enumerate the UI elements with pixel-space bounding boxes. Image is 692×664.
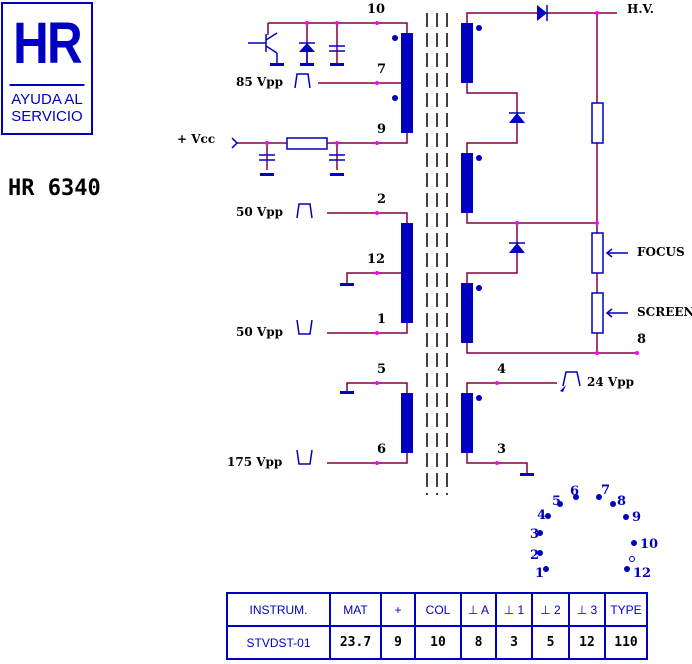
header-cell: COL	[414, 592, 462, 627]
base-pinout: 1 2 3 4 5 6 7 8 9 10 12	[530, 483, 658, 581]
pin-4-label: 4	[497, 362, 506, 377]
windings	[260, 5, 547, 476]
transformer-core	[426, 13, 448, 495]
table-row: STVDST-01 23.7 9 10 8 3 5 12 110	[226, 625, 648, 660]
components	[231, 5, 628, 465]
test-data-table: INSTRUM. MAT + COL ⊥ A ⊥ 1 ⊥ 2 ⊥ 3 TYPE …	[226, 592, 648, 660]
pin-7-label: 7	[377, 62, 386, 77]
value-cell: STVDST-01	[226, 625, 331, 660]
winding-5-6	[401, 393, 413, 453]
logo-mark: HR	[9, 4, 85, 86]
logo-line1: AYUDA AL	[11, 91, 83, 108]
v85-label: 85 Vpp	[236, 75, 283, 89]
v24-label: 24 Vpp	[587, 375, 634, 389]
header-cell: ⊥ A	[460, 592, 497, 627]
v50a-label: 50 Vpp	[236, 205, 283, 219]
header-cell: MAT	[329, 592, 382, 627]
focus-label: FOCUS	[637, 245, 685, 259]
base-pin-6: 6	[570, 484, 579, 499]
damper-diode	[299, 43, 315, 52]
base-pin-2: 2	[530, 548, 539, 563]
value-cell: 9	[380, 625, 416, 660]
hv-label: H.V.	[627, 2, 654, 16]
winding-2-1	[401, 223, 413, 323]
pin-3-label: 3	[497, 442, 506, 457]
pin-2-label: 2	[377, 192, 386, 207]
pin-12-label: 12	[367, 252, 385, 267]
header-cell: ⊥ 1	[495, 592, 533, 627]
header-cell: INSTRUM.	[226, 592, 331, 627]
header-cell: ⊥ 3	[568, 592, 606, 627]
vcc-label: + Vcc	[177, 132, 215, 146]
hv-diode	[537, 5, 547, 21]
pin-1-label: 1	[377, 312, 386, 327]
header-cell: ⊥ 2	[531, 592, 570, 627]
model-number: HR 6340	[8, 176, 101, 201]
header-cell: TYPE	[604, 592, 648, 627]
value-cell: 8	[460, 625, 497, 660]
header-cell: +	[380, 592, 416, 627]
v50b-label: 50 Vpp	[236, 325, 283, 339]
value-cell: 110	[604, 625, 648, 660]
pin-9-label: 9	[377, 122, 386, 137]
pin-8-label: 8	[637, 332, 646, 347]
wave-mark	[560, 385, 566, 392]
pin-5-label: 5	[377, 362, 386, 377]
base-pin-4: 4	[537, 508, 546, 523]
value-cell: 10	[414, 625, 462, 660]
base-pin-1: 1	[535, 566, 544, 581]
pin-6-label: 6	[377, 442, 386, 457]
value-cell: 5	[531, 625, 570, 660]
winding-primary	[401, 33, 413, 133]
pin-10-label: 10	[367, 2, 385, 17]
base-pin-5: 5	[552, 494, 561, 509]
logo-line2: SERVICIO	[11, 108, 83, 125]
table-header-row: INSTRUM. MAT + COL ⊥ A ⊥ 1 ⊥ 2 ⊥ 3 TYPE	[226, 592, 648, 627]
base-pin-8: 8	[617, 494, 626, 509]
base-pin-10: 10	[640, 537, 658, 552]
screen-label: SCREEN	[637, 305, 692, 319]
value-cell: 23.7	[329, 625, 382, 660]
base-pin-9: 9	[632, 510, 641, 525]
hr-logo: HR AYUDA AL SERVICIO	[1, 2, 93, 135]
value-cell: 12	[568, 625, 606, 660]
nodes	[265, 11, 639, 465]
v175-label: 175 Vpp	[227, 455, 282, 469]
base-pin-empty	[629, 556, 635, 562]
base-pin-7: 7	[601, 483, 610, 498]
base-pin-12: 12	[633, 566, 651, 581]
base-pin-3: 3	[530, 527, 539, 542]
value-cell: 3	[495, 625, 533, 660]
